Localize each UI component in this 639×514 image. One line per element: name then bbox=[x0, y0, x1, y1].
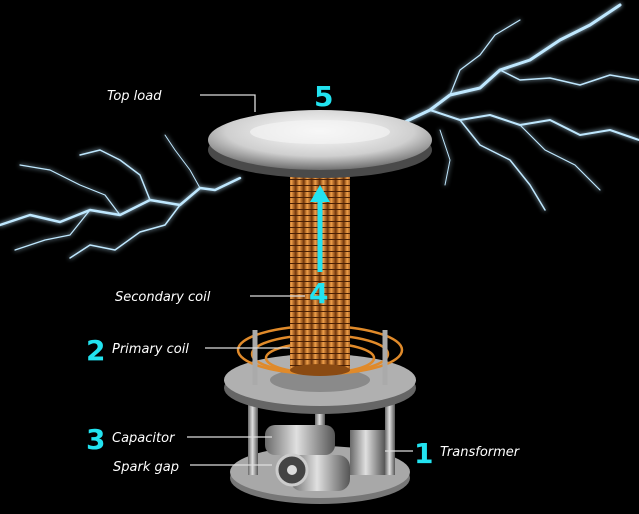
transformer-number: 1 bbox=[414, 437, 433, 470]
top-load-leader bbox=[200, 94, 256, 112]
current-arrow bbox=[310, 185, 330, 272]
capacitor-number: 3 bbox=[86, 423, 105, 456]
primary-coil-number: 2 bbox=[86, 334, 105, 367]
lightning-left bbox=[0, 134, 242, 259]
spark-gap-label: Spark gap bbox=[113, 460, 179, 475]
top-load-shape bbox=[208, 110, 432, 178]
secondary-coil-label: Secondary coil bbox=[115, 290, 211, 305]
spark-gap-shape bbox=[275, 453, 350, 491]
primary-coil-label: Primary coil bbox=[112, 342, 189, 357]
top-load-label: Top load bbox=[107, 89, 162, 104]
lightning-right bbox=[403, 3, 639, 211]
top-load-number: 5 bbox=[314, 80, 333, 113]
secondary-coil-number: 4 bbox=[309, 277, 328, 310]
capacitor-label: Capacitor bbox=[112, 431, 176, 446]
transformer-label: Transformer bbox=[440, 445, 521, 460]
transformer-shape bbox=[350, 430, 385, 475]
capacitor-shape bbox=[265, 425, 335, 455]
